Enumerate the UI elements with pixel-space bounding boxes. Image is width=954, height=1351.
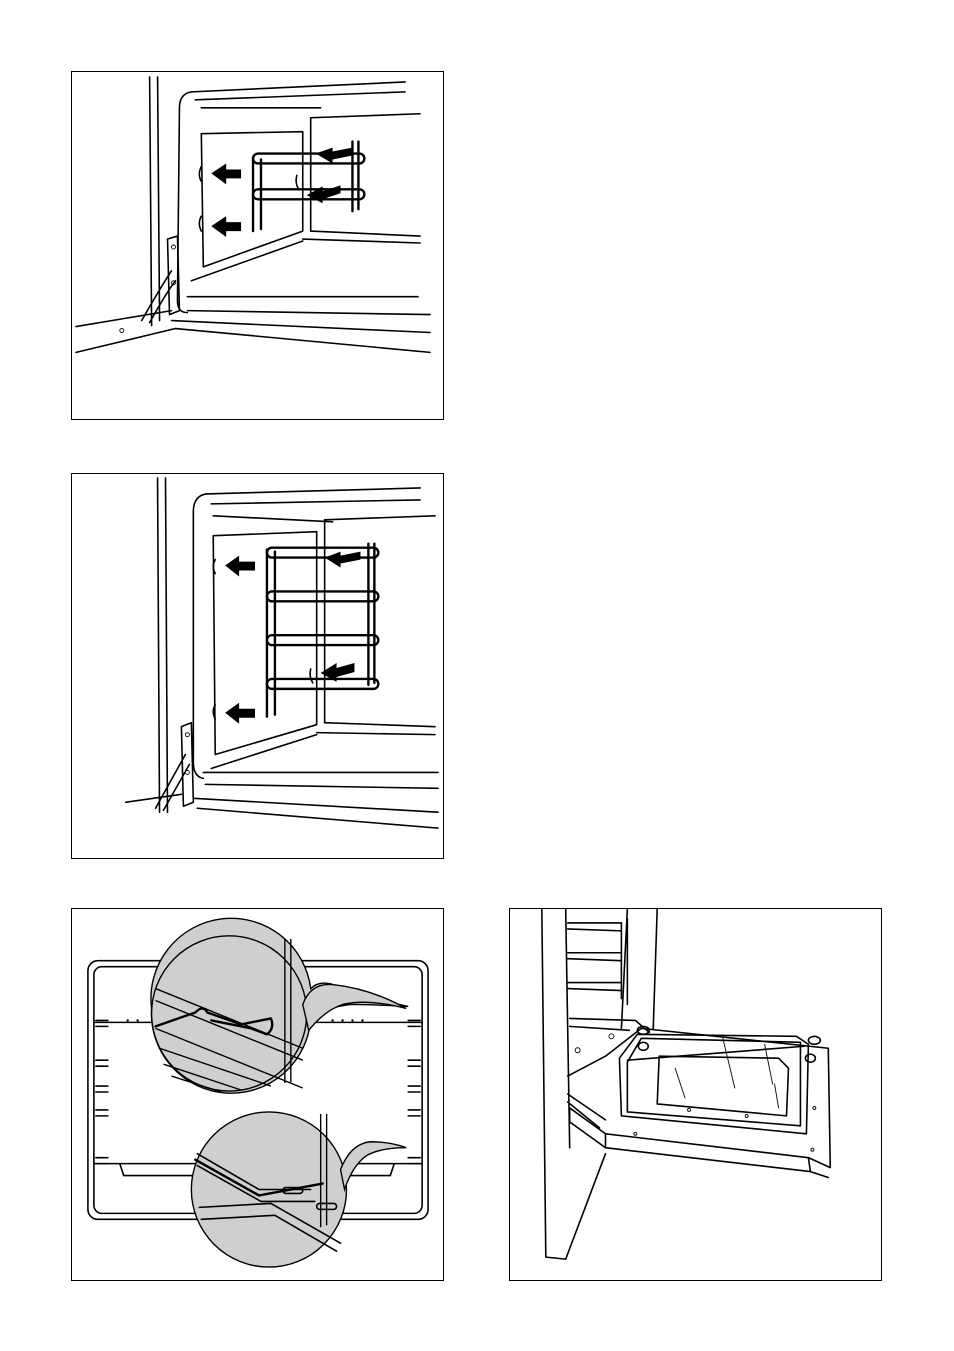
figure-shelf-support-lower bbox=[71, 473, 444, 859]
oven-shelf-support-removal-upper-illustration bbox=[72, 72, 443, 419]
oven-door-glass-removal-illustration bbox=[510, 909, 881, 1280]
oven-shelf-support-removal-lower-illustration bbox=[72, 474, 443, 858]
figure-shelf-runner-detail bbox=[71, 908, 444, 1281]
figure-shelf-support-upper bbox=[71, 71, 444, 420]
figure-door-glass bbox=[509, 908, 882, 1281]
oven-shelf-runner-detail-illustration bbox=[72, 909, 443, 1280]
